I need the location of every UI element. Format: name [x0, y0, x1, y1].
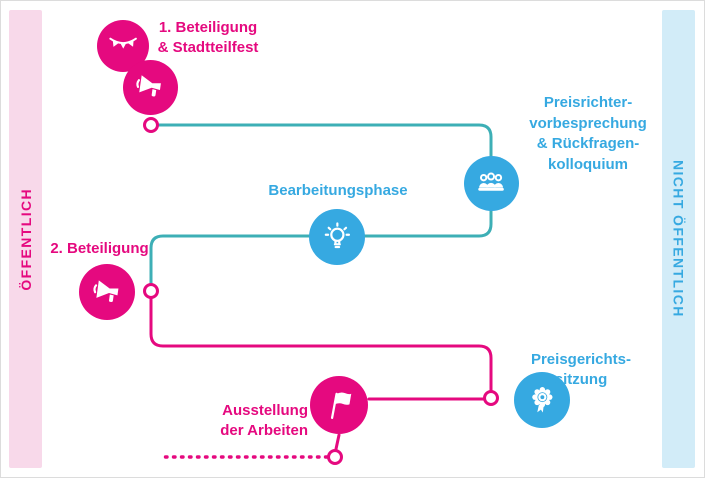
milestone-node-2	[143, 283, 159, 299]
connector-ausstellung-stub	[334, 433, 341, 451]
label-preisrichter: Preisrichter- vorbesprechung & Rückfrage…	[529, 94, 647, 174]
preisrichter-badge	[464, 156, 519, 211]
bearbeitung-badge	[309, 209, 365, 265]
connector-beteiligung1-to-preisrichter	[156, 123, 493, 158]
lightbulb-icon	[324, 222, 350, 248]
milestone-node-3	[483, 390, 499, 406]
award-icon	[531, 386, 553, 413]
label-beteiligung1: 1. Beteiligung & Stadtteilfest	[157, 19, 259, 56]
ausstellung-badge	[310, 376, 368, 434]
megaphone-icon	[136, 75, 162, 97]
megaphone-icon	[93, 279, 119, 302]
label-bearbeitung: Bearbeitungsphase	[268, 182, 408, 199]
sidebar-not-public: NICHT ÖFFENTLICH	[662, 10, 695, 468]
jury-icon	[478, 172, 505, 192]
label-preisgericht: Preisgerichts- sitzung	[530, 351, 632, 388]
beteiligung1-badge	[123, 60, 178, 115]
connector-beteiligung2-to-preisgericht	[149, 296, 493, 393]
label-ausstellung: Ausstellung der Arbeiten	[220, 402, 308, 439]
milestone-node-1	[143, 117, 159, 133]
not-public-label: NICHT ÖFFENTLICH	[670, 160, 687, 318]
flag-icon	[330, 392, 352, 419]
label-beteiligung2: 2. Beteiligung	[50, 240, 149, 257]
sidebar-public: ÖFFENTLICH	[9, 10, 42, 468]
preisgericht-badge	[514, 372, 570, 428]
connector-preisrichter-to-bearbeitung	[363, 208, 493, 238]
beteiligung2-badge	[79, 264, 135, 320]
bunting-icon	[109, 37, 137, 49]
connector-bearbeitung-to-beteiligung2	[149, 234, 311, 286]
milestone-node-4	[327, 449, 343, 465]
